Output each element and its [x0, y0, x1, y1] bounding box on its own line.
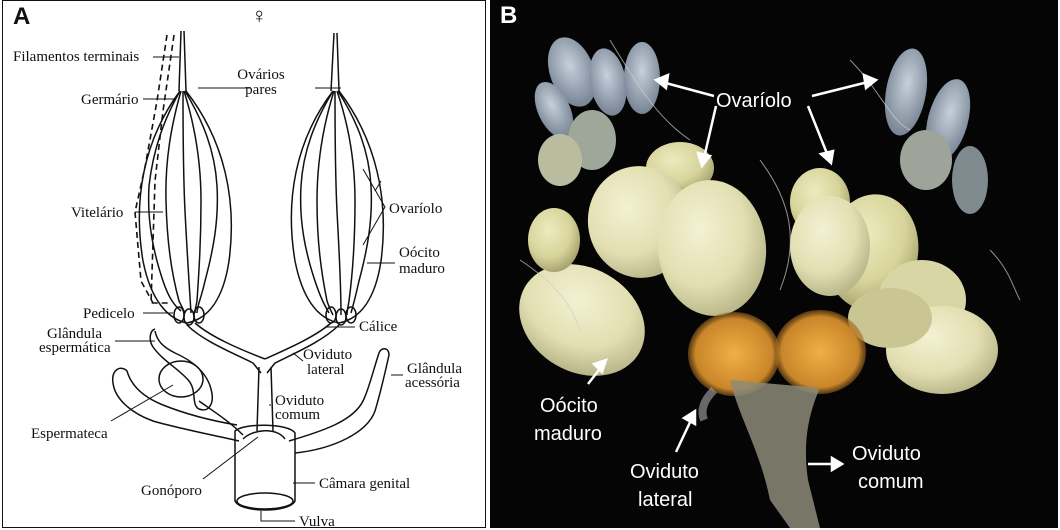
ovary-diagram: ♀ Filamentos terminais Germário Ovários …: [3, 1, 486, 528]
label-pedicelo: Pedicelo: [83, 306, 135, 322]
label-oocito-2: maduro: [399, 261, 445, 277]
common-oviduct-photo: [730, 380, 820, 528]
label-gonoporo: Gonóporo: [141, 483, 202, 499]
right-terminal-filament: [331, 33, 339, 91]
panel-a-letter: A: [13, 3, 30, 31]
accessory-gland-left: [113, 368, 239, 441]
label-ovariolo: Ovaríolo: [389, 201, 442, 217]
left-lateral-oviduct: [187, 325, 261, 373]
panel-b-photo: B: [490, 0, 1058, 528]
label-vulva: Vulva: [299, 514, 335, 528]
label-oocito-1: Oócito: [399, 245, 440, 261]
arrow-ovariolo-right: [812, 82, 868, 96]
label-ovarios-2: pares: [245, 82, 277, 98]
label-ovarios-1: Ovários: [237, 67, 285, 83]
panel-a-diagram: A: [2, 0, 486, 528]
label-b-oocito-2: maduro: [534, 423, 602, 445]
right-ovariole-2: [317, 91, 334, 315]
arrow-ovariolo-left: [662, 82, 714, 96]
label-b-oviduto-lateral-1: Oviduto: [630, 461, 699, 483]
label-glandula-esp-2: espermática: [39, 340, 111, 356]
left-terminal-filament: [179, 31, 186, 91]
label-filamentos-terminais: Filamentos terminais: [13, 49, 139, 65]
panel-b-letter: B: [500, 2, 517, 30]
label-oviduto-lateral-1: Oviduto: [303, 347, 352, 363]
right-ovariole-3: [335, 91, 341, 315]
label-oviduto-lateral-2: lateral: [307, 362, 344, 378]
label-b-ovariolo: Ovaríolo: [716, 90, 792, 112]
label-b-oviduto-comum-1: Oviduto: [852, 443, 921, 465]
label-germario: Germário: [81, 92, 138, 108]
common-oviduct: [257, 367, 273, 431]
left-ovariole-tips: [527, 31, 660, 186]
left-ovariole-3: [183, 91, 191, 313]
left-ovariole-2: [166, 91, 185, 313]
label-b-oviduto-lateral-2: lateral: [638, 489, 692, 511]
label-vitelario: Vitelário: [71, 205, 123, 221]
label-b-oocito-1: Oócito: [540, 395, 598, 417]
label-camara-genital: Câmara genital: [319, 476, 410, 492]
label-glandula-ac-2: acessória: [405, 375, 460, 391]
label-oviduto-comum-2: comum: [275, 407, 320, 423]
female-symbol: ♀: [251, 3, 268, 28]
label-espermateca: Espermateca: [31, 426, 108, 442]
label-calice: Cálice: [359, 319, 398, 335]
ovary-photo: Ovaríolo Oócito maduro Oviduto lateral O…: [490, 0, 1058, 528]
right-ovariole-tips: [879, 45, 988, 214]
arrow-oviduto-lateral: [676, 418, 692, 452]
label-b-oviduto-comum-2: comum: [858, 471, 924, 493]
spermatic-gland: [150, 329, 212, 410]
left-ovariole-4: [184, 91, 201, 313]
